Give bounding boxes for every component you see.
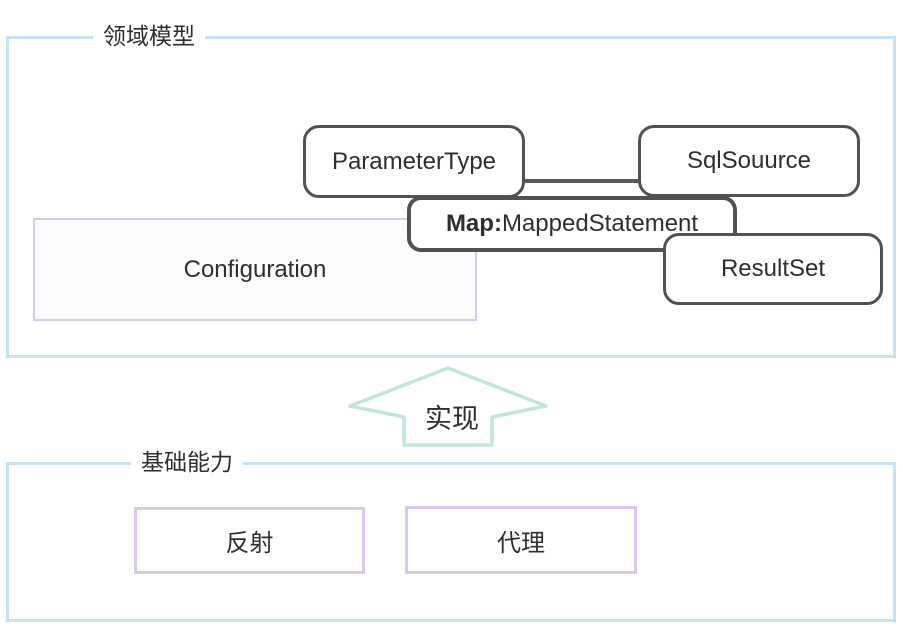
sql-source-label: SqlSouurce: [686, 147, 812, 174]
reflection-node: 反射: [134, 507, 365, 574]
proxy-node: 代理: [405, 506, 637, 574]
mapped-statement-label-rest: MappedStatement: [501, 210, 699, 237]
sql-source-node: SqlSouurce: [638, 125, 860, 197]
mapped-statement-node: Map:MappedStatement: [407, 196, 737, 252]
connector-parametertype-sqlsource: [525, 179, 640, 183]
result-set-node: ResultSet: [663, 233, 883, 305]
mapped-statement-label-bold: Map:: [445, 210, 502, 237]
domain-model-label: 领域模型: [93, 21, 205, 51]
base-capability-label: 基础能力: [131, 447, 243, 477]
proxy-label: 代理: [497, 529, 545, 557]
reflection-label: 反射: [225, 530, 274, 557]
configuration-label: Configuration: [183, 255, 327, 283]
parameter-type-label: ParameterType: [331, 147, 497, 175]
implements-arrow-icon: [348, 366, 548, 447]
parameter-type-node: ParameterType: [303, 125, 525, 198]
implements-arrow-label: 实现: [425, 404, 479, 434]
configuration-node: Configuration: [33, 218, 477, 321]
result-set-label: ResultSet: [720, 255, 826, 282]
